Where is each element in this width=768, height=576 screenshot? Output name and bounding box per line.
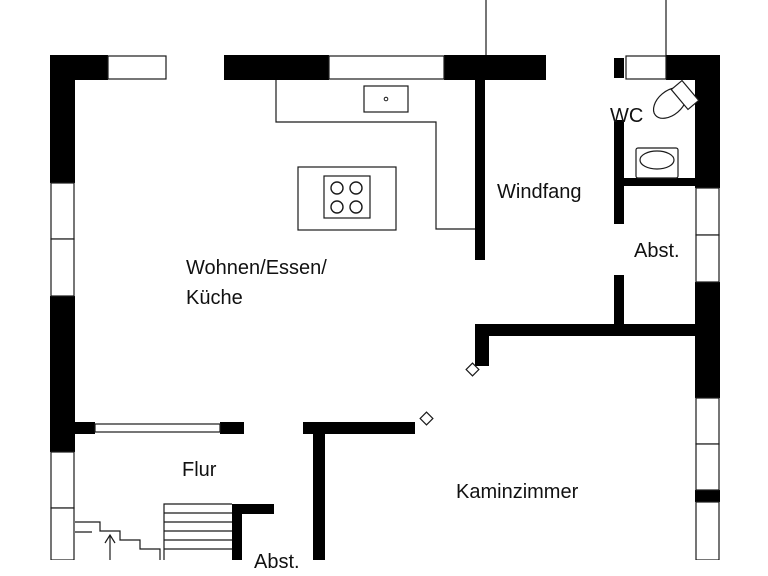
window-right-4 xyxy=(695,443,720,491)
room-label-abst-lower: Abst. xyxy=(254,551,300,573)
wall-kamin-left xyxy=(313,422,325,560)
wall-abst-left xyxy=(614,275,624,327)
wall-wc-left xyxy=(614,120,624,224)
wall-abst-lower-left xyxy=(232,504,242,560)
exterior-walls xyxy=(50,55,720,502)
window-left-4 xyxy=(50,507,75,560)
window-left-2 xyxy=(50,238,75,297)
room-label-windfang: Windfang xyxy=(497,181,582,203)
stairs-right xyxy=(163,503,232,560)
room-label-abst-upper: Abst. xyxy=(634,240,680,262)
kitchen-counter xyxy=(275,80,475,230)
wall-left-1 xyxy=(50,55,75,183)
floor-plan xyxy=(50,0,720,560)
wall-right-3 xyxy=(695,490,720,502)
window-left-3 xyxy=(50,451,75,509)
room-label-kaminzimmer: Kaminzimmer xyxy=(456,481,579,503)
wash-basin xyxy=(635,147,679,179)
door-stop-1 xyxy=(465,362,480,377)
sink xyxy=(363,85,409,113)
door-stop-2 xyxy=(419,411,434,426)
window-top-1 xyxy=(107,55,167,80)
wall-wc-upper xyxy=(614,58,624,78)
wall-top-mid-left xyxy=(224,55,329,80)
wall-windfang-left xyxy=(475,80,485,260)
wall-abst-lower-top xyxy=(232,504,274,514)
window-right-1 xyxy=(695,187,720,236)
stairs-left xyxy=(75,521,161,560)
wall-right-1 xyxy=(695,55,720,188)
wall-flur-top-1 xyxy=(75,422,95,434)
wall-right-2 xyxy=(695,282,720,398)
window-top-2 xyxy=(328,55,445,80)
toilet xyxy=(652,79,700,119)
wall-kamin-left-top xyxy=(303,422,415,434)
window-right-5 xyxy=(695,501,720,560)
room-label-flur: Flur xyxy=(182,459,217,481)
interior-walls xyxy=(75,58,695,560)
window-right-3 xyxy=(695,397,720,445)
wall-left-2 xyxy=(50,296,75,452)
window-top-wc xyxy=(625,55,667,80)
room-label-wohnen-line2: Küche xyxy=(186,287,243,309)
wall-kamin-top xyxy=(475,324,695,336)
wall-kamin-corner xyxy=(475,324,489,366)
window-right-2 xyxy=(695,234,720,283)
wall-top-mid-right xyxy=(444,55,546,80)
door-stops xyxy=(419,362,480,426)
room-label-wc: WC xyxy=(610,105,644,127)
window-left-1 xyxy=(50,182,75,240)
flur-glazing xyxy=(94,423,221,433)
entrance-lines xyxy=(485,0,667,56)
kitchen-island xyxy=(297,166,397,231)
room-label-wohnen-line1: Wohnen/Essen/ xyxy=(186,257,327,279)
windows xyxy=(50,55,720,560)
wall-flur-top-2 xyxy=(220,422,244,434)
wall-wc-bottom xyxy=(614,178,695,186)
